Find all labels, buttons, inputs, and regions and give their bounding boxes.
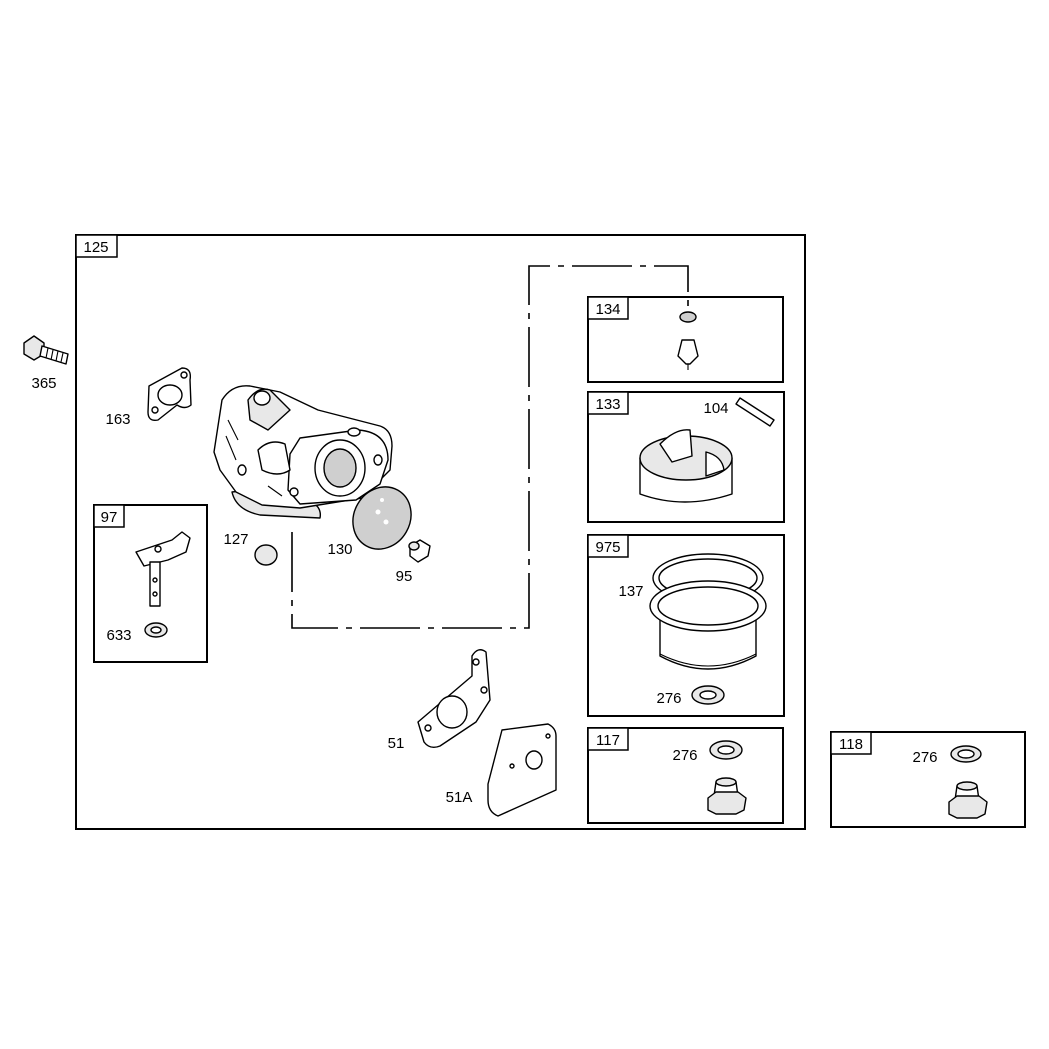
- label-127: 127: [223, 531, 248, 548]
- label-276-bowl: 276: [656, 690, 681, 707]
- washer-276-118-icon: [950, 745, 982, 763]
- label-51a: 51A: [446, 789, 473, 806]
- label-276-118: 276: [912, 749, 937, 766]
- label-633: 633: [106, 627, 131, 644]
- group-134: 134: [587, 296, 784, 383]
- throttle-plate-130-icon: [352, 486, 412, 550]
- group-118: 118: [830, 731, 1026, 828]
- label-365: 365: [31, 375, 56, 392]
- float-133-icon: [639, 429, 733, 503]
- throttle-shaft-97-icon: [135, 531, 191, 607]
- group-97: 97: [93, 504, 208, 663]
- label-51: 51: [388, 735, 405, 752]
- hinge-pin-104-icon: [735, 397, 775, 427]
- group-tag-133: 133: [595, 396, 620, 413]
- group-tag-118: 118: [839, 736, 863, 753]
- label-95: 95: [396, 568, 413, 585]
- group-tag-975: 975: [595, 539, 620, 556]
- needle-seat-134-icon: [677, 311, 699, 370]
- float-bowl-137-icon: [649, 553, 767, 670]
- label-163: 163: [105, 411, 130, 428]
- label-104: 104: [703, 400, 728, 417]
- guide-line: [291, 265, 689, 629]
- gasket-51-icon: [417, 649, 491, 749]
- group-125: 125: [75, 234, 806, 830]
- group-tag-134: 134: [595, 301, 620, 318]
- group-975: 975: [587, 534, 785, 717]
- label-137: 137: [618, 583, 643, 600]
- group-tag-117: 117: [596, 732, 620, 749]
- heat-shield-51a-icon: [487, 723, 557, 817]
- bowl-nut-117-icon: [707, 777, 747, 815]
- bolt-365-icon: [23, 335, 69, 365]
- gasket-163-icon: [147, 367, 192, 422]
- group-117: 117: [587, 727, 784, 824]
- welch-plug-127-icon: [254, 544, 278, 566]
- label-276-117: 276: [672, 747, 697, 764]
- washer-276-bowl-icon: [691, 685, 725, 705]
- washer-276-117-icon: [709, 740, 743, 760]
- group-tag-97: 97: [101, 509, 118, 526]
- bowl-nut-118-icon: [948, 781, 988, 819]
- screw-95-icon: [408, 539, 431, 563]
- group-133: 133: [587, 391, 785, 523]
- group-tag-125: 125: [83, 239, 108, 256]
- label-130: 130: [327, 541, 352, 558]
- seal-633-icon: [144, 622, 168, 638]
